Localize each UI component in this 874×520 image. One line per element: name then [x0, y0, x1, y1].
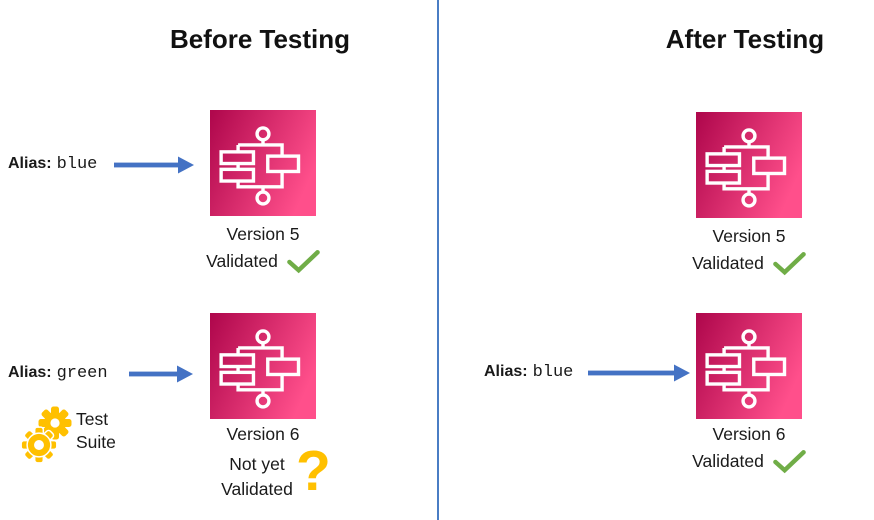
alias-blue-before: Alias:blue	[8, 153, 97, 176]
not-yet-validated-label: Not yet Validated	[221, 454, 293, 499]
caption-v5-after: Version 5 Validated	[671, 224, 827, 277]
alias-label: Alias:	[8, 155, 52, 172]
alias-value: green	[56, 364, 108, 383]
version-label: Version 5	[226, 224, 300, 244]
step-functions-icon-v6-after	[696, 313, 802, 419]
version-label: Version 6	[226, 424, 300, 444]
checkmark-icon	[773, 252, 806, 276]
checkmark-icon	[287, 250, 320, 274]
alias-value: blue	[56, 155, 98, 174]
alias-value: blue	[532, 363, 574, 382]
alias-blue-after: Alias:blue	[484, 361, 573, 384]
alias-label: Alias:	[484, 363, 528, 380]
checkmark-icon	[773, 450, 806, 474]
question-mark-icon: ?	[296, 439, 331, 503]
alias-label: Alias:	[8, 364, 52, 381]
status-label: Validated	[692, 253, 764, 273]
alias-green-before: Alias:green	[8, 362, 108, 385]
before-panel-title: Before Testing	[169, 24, 351, 54]
caption-v5-before: Version 5 Validated	[185, 222, 341, 275]
arrow-right-icon	[114, 156, 194, 174]
step-functions-icon-v5-before	[210, 110, 316, 216]
test-suite-label: Test Suite	[76, 409, 116, 452]
step-functions-icon-v5-after	[696, 112, 802, 218]
arrow-right-icon	[588, 364, 690, 382]
caption-v6-after: Version 6 Validated	[671, 422, 827, 475]
version-label: Version 6	[712, 424, 786, 444]
caption-v6-before: Version 6	[185, 422, 341, 447]
after-panel-title: After Testing	[665, 24, 825, 54]
status-label: Validated	[206, 251, 278, 271]
arrow-right-icon	[129, 365, 193, 383]
status-label: Validated	[692, 451, 764, 471]
version-label: Version 5	[712, 226, 786, 246]
gear-icon	[21, 406, 72, 464]
step-functions-icon-v6-before	[210, 313, 316, 419]
panel-divider	[437, 0, 439, 520]
